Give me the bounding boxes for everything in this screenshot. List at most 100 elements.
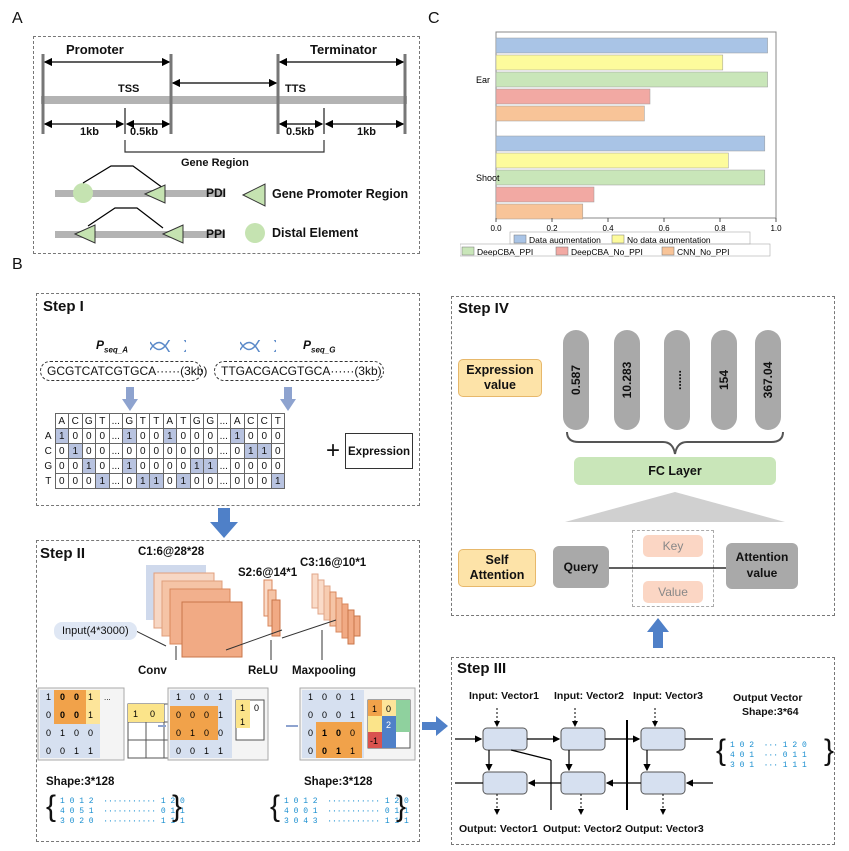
matrix-cell: 0 — [122, 473, 137, 489]
svg-text:0: 0 — [204, 710, 209, 720]
chart-legend-swatch — [611, 234, 625, 244]
step3-frame — [451, 657, 835, 845]
matrix-cell: 0 — [257, 428, 272, 444]
right-arrow-icon — [422, 716, 448, 736]
svg-text:0: 0 — [204, 692, 209, 702]
output-value-pill: 10.283 — [614, 330, 640, 430]
matrix-cell: 0 — [189, 473, 204, 489]
matrix-cell: 0 — [203, 428, 218, 444]
matrix-right-brace: { — [270, 790, 281, 823]
matrix-row-label: A — [44, 430, 52, 442]
chart-x-tick-label: 0.6 — [658, 224, 670, 233]
matrix-cell: 1 — [270, 473, 285, 489]
input-vector3: Input: Vector3 — [633, 690, 704, 702]
matrix-cell: 0 — [81, 443, 96, 459]
conv-label: Conv — [138, 665, 167, 677]
matrix-header-cell: G — [189, 413, 204, 429]
svg-text:0: 0 — [74, 728, 79, 738]
matrix-cell: 0 — [176, 443, 191, 459]
svg-text:0: 0 — [176, 728, 181, 738]
output-vector2: Output: Vector2 — [543, 823, 622, 835]
svg-text:0: 0 — [74, 710, 79, 720]
pseq-a-label: Pseq_A — [96, 338, 129, 355]
tss-label: TSS — [118, 83, 140, 95]
svg-text:0: 0 — [204, 728, 209, 738]
output-vector1: Output: Vector1 — [459, 823, 538, 835]
svg-text:0: 0 — [60, 746, 65, 756]
output-value-pill: ...... — [664, 330, 690, 430]
chart-category-label: Ear — [476, 75, 490, 85]
svg-text:0: 0 — [46, 710, 51, 720]
chart-legend-swatch — [555, 246, 569, 256]
matrix-cell: ... — [216, 458, 231, 474]
legend-gene-promoter: Gene Promoter Region — [272, 187, 409, 201]
shape-right-label: Shape:3*128 — [304, 776, 373, 788]
panel-label-a: A — [12, 10, 23, 27]
matrix-header-cell: C — [257, 413, 272, 429]
panel-label-b: B — [12, 256, 23, 273]
svg-text:0: 0 — [176, 746, 181, 756]
matrix-cell: 1 — [149, 473, 164, 489]
matrix-header-cell: ... — [108, 413, 123, 429]
matrix-cell: 0 — [95, 428, 110, 444]
svg-text:1: 1 — [176, 692, 181, 702]
matrix-cell: 0 — [162, 443, 177, 459]
step3-output-matrix: 1 0 2 ··· 1 2 0 4 0 1 ··· 0 1 1 3 0 1 ··… — [730, 741, 807, 770]
svg-text:0: 0 — [322, 710, 327, 720]
distance-1kb-left: 1kb — [80, 126, 99, 138]
matrix-header-cell: G — [81, 413, 96, 429]
matrix-cell: 1 — [95, 473, 110, 489]
matrix-cell: 0 — [68, 473, 83, 489]
pseq-g-label: Pseq_G — [303, 338, 336, 355]
self-attention-box: Self Attention — [458, 549, 536, 587]
matrix-cell: 0 — [54, 458, 69, 474]
svg-text:0: 0 — [176, 710, 181, 720]
svg-text:0: 0 — [336, 728, 341, 738]
step3-title: Step III — [457, 660, 507, 677]
s2-label: S2:6@14*1 — [238, 567, 298, 579]
ppi-label: PPI — [206, 227, 226, 241]
step1-frame — [36, 293, 420, 506]
matrix-cell: 1 — [54, 428, 69, 444]
matrix-header-cell: G — [203, 413, 218, 429]
matrix-cell: 1 — [135, 473, 150, 489]
matrix-header-cell: ... — [216, 413, 231, 429]
step4-title: Step IV — [458, 300, 509, 317]
svg-text:0: 0 — [74, 692, 79, 702]
matrix-cell: 0 — [149, 443, 164, 459]
chart-legend-label: DeepCBA_No_PPI — [571, 247, 643, 257]
svg-text:1: 1 — [74, 746, 79, 756]
output-shape-label: Shape:3*64 — [742, 706, 799, 718]
chart-legend-label: No data augmentation — [627, 235, 711, 245]
cnn-architecture — [125, 565, 361, 660]
svg-text:1: 1 — [88, 746, 93, 756]
matrix-header-cell: C — [68, 413, 83, 429]
matrix-cell: 0 — [257, 473, 272, 489]
shape-left-label: Shape:3*128 — [46, 776, 115, 788]
query-box: Query — [553, 546, 609, 588]
distance-05kb-left: 0.5kb — [130, 126, 159, 138]
svg-text:1: 1 — [336, 746, 341, 756]
matrix-cell: 0 — [243, 473, 258, 489]
funnel-shape — [565, 492, 785, 522]
svg-text:1: 1 — [322, 728, 327, 738]
svg-text:1: 1 — [88, 692, 93, 702]
matrix-header-cell — [42, 414, 55, 429]
matrix-cell: 0 — [189, 428, 204, 444]
svg-text:1: 1 — [240, 703, 245, 713]
value-box: Value — [643, 581, 703, 603]
matrix-cell: 1 — [122, 428, 137, 444]
output-value-pill: 367.04 — [755, 330, 781, 430]
big-down-arrow-icon — [210, 508, 238, 538]
c1-label: C1:6@28*28 — [138, 546, 205, 558]
bilstm-diagram — [455, 708, 713, 815]
up-arrow-icon — [647, 618, 669, 648]
chart-x-tick-label: 0.4 — [602, 224, 614, 233]
attention-connector — [609, 567, 729, 569]
chart-bar — [495, 88, 651, 105]
svg-text:0: 0 — [336, 692, 341, 702]
output-vector3: Output: Vector3 — [625, 823, 704, 835]
matrix-cell: 0 — [270, 458, 285, 474]
matrix-cell: 0 — [203, 473, 218, 489]
